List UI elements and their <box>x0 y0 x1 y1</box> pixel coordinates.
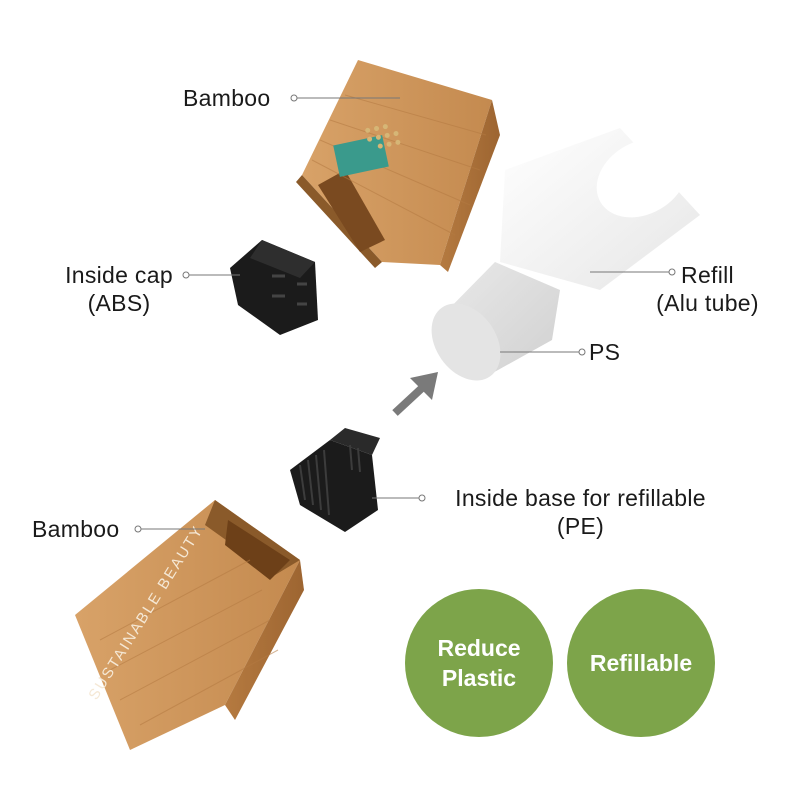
inside-cap-part <box>230 240 318 335</box>
inside-base-part <box>290 428 380 532</box>
label-inside-base: Inside base for refillable (PE) <box>455 485 706 539</box>
label-refill: Refill (Alu tube) <box>656 262 759 316</box>
brand-logo-mark <box>333 124 401 177</box>
label-bamboo-bottom: Bamboo <box>32 516 120 542</box>
badge-refillable: Refillable <box>567 589 715 737</box>
bamboo-cap-top <box>296 60 500 272</box>
label-inside-cap: Inside cap (ABS) <box>65 262 173 316</box>
assembly-arrow <box>392 372 438 416</box>
label-ps: PS <box>589 339 621 365</box>
refill-tube-part <box>431 128 700 381</box>
leader-lines <box>134 94 676 533</box>
badge-reduce-plastic: Reduce Plastic <box>405 589 553 737</box>
label-bamboo-top: Bamboo <box>183 85 271 111</box>
